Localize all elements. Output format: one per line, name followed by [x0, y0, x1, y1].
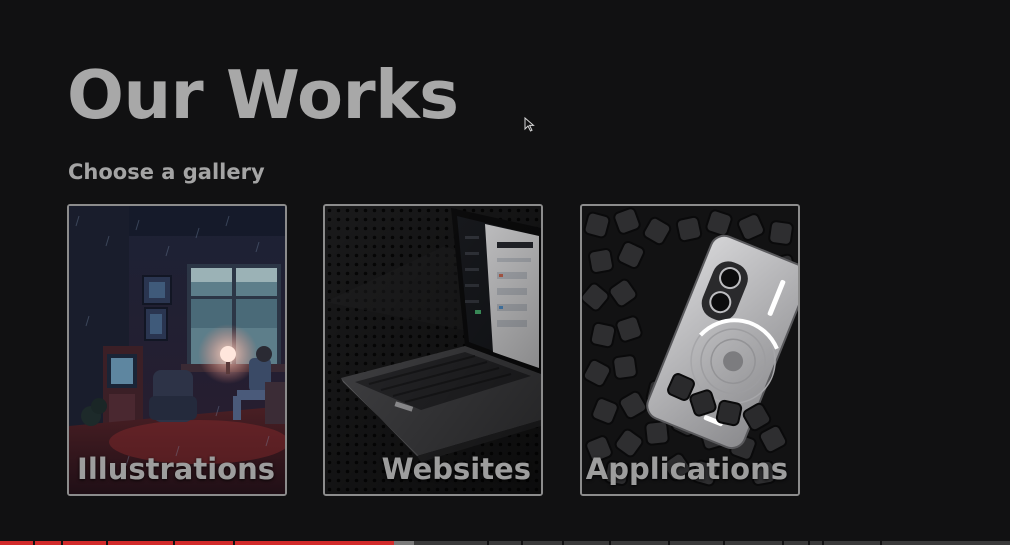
- progress-buffered: [393, 541, 415, 545]
- applications-image: [582, 206, 798, 494]
- page-title: Our Works: [67, 56, 459, 134]
- page-subtitle: Choose a gallery: [68, 160, 265, 184]
- chapter-marker: [782, 541, 784, 545]
- chapter-marker: [723, 541, 725, 545]
- chapter-marker: [609, 541, 611, 545]
- chapter-marker: [106, 541, 108, 545]
- mouse-pointer-icon: [524, 117, 535, 132]
- chapter-marker: [808, 541, 810, 545]
- websites-image: [325, 206, 541, 494]
- chapter-marker: [822, 541, 824, 545]
- gallery-label-websites: Websites: [381, 452, 531, 486]
- chapter-marker: [173, 541, 175, 545]
- illustrations-image: [69, 206, 285, 494]
- chapter-marker: [562, 541, 564, 545]
- chapter-marker: [521, 541, 523, 545]
- gallery-card-illustrations[interactable]: Illustrations: [67, 204, 287, 496]
- chapter-marker: [880, 541, 882, 545]
- chapter-marker: [61, 541, 63, 545]
- gallery-card-applications[interactable]: Applications: [580, 204, 800, 496]
- chapter-marker: [487, 541, 489, 545]
- chapter-marker: [668, 541, 670, 545]
- chapter-marker: [233, 541, 235, 545]
- gallery-card-websites[interactable]: Websites: [323, 204, 543, 496]
- gallery-label-illustrations: Illustrations: [77, 452, 275, 486]
- gallery-label-applications: Applications: [585, 452, 788, 486]
- progress-played: [0, 541, 394, 545]
- video-progress-bar[interactable]: [0, 541, 1010, 545]
- chapter-marker: [33, 541, 35, 545]
